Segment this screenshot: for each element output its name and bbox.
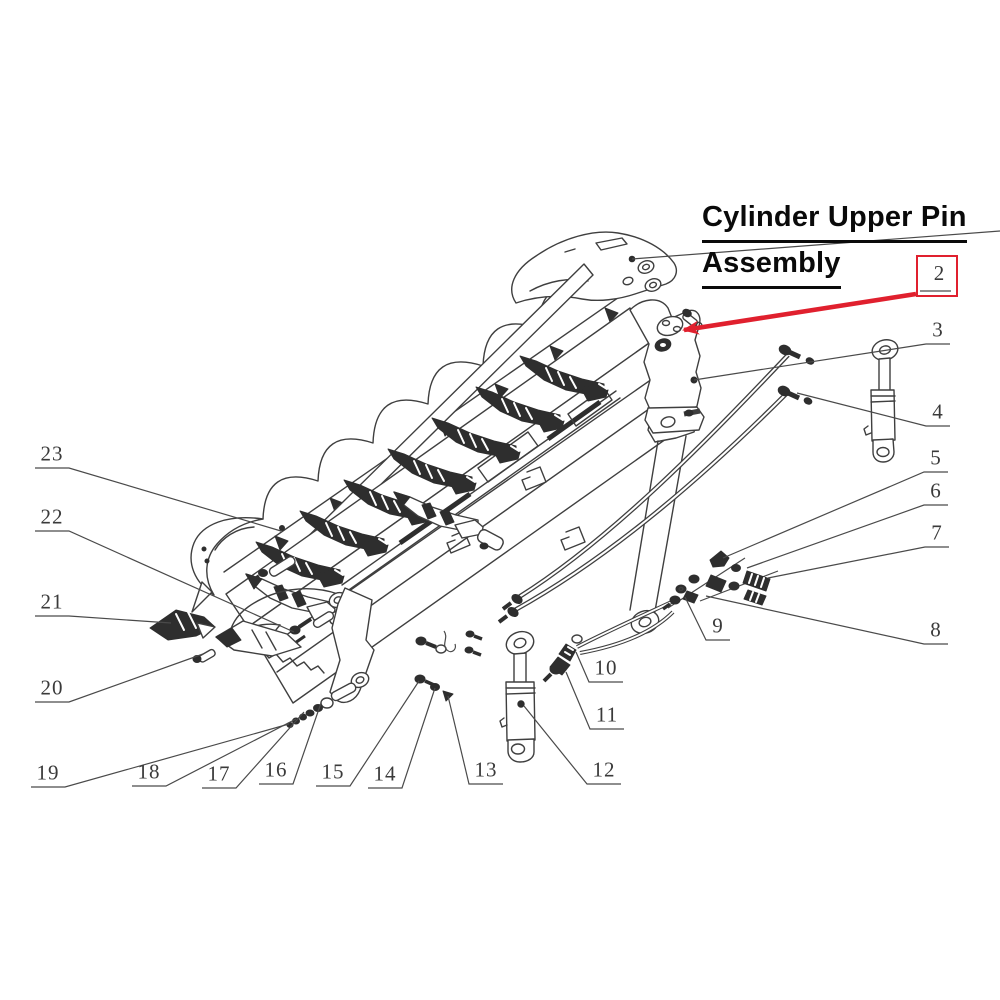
callout-10: 10: [594, 655, 618, 680]
callout-20: 20: [40, 675, 64, 700]
title-line-1: Cylinder Upper Pin: [702, 197, 967, 244]
callout-5: 5: [930, 445, 942, 470]
j-hook: [560, 526, 586, 551]
callout-6: 6: [930, 478, 942, 503]
leader-line-10: [575, 651, 623, 683]
leader-line-7: [767, 546, 949, 579]
callout-19: 19: [36, 760, 60, 785]
callout-18: 18: [137, 759, 161, 784]
callout-22: 22: [40, 504, 64, 529]
fitting-cluster: [661, 550, 779, 611]
leader-line-17: [202, 711, 305, 789]
callout-12: 12: [592, 757, 616, 782]
callout-13: 13: [474, 757, 498, 782]
reference-line: [631, 230, 1000, 260]
leader-line-4: [796, 392, 950, 427]
leader-line-15: [316, 680, 420, 787]
leader-line-14: [368, 687, 436, 789]
leader-lines: [31, 343, 950, 789]
leader-line-22: [35, 530, 295, 633]
callout-16: 16: [264, 757, 288, 782]
leader-line-19: [31, 723, 290, 788]
callout-17: 17: [207, 761, 231, 786]
callout-9: 9: [712, 613, 724, 638]
callout-14: 14: [373, 761, 397, 786]
callout-8: 8: [930, 617, 942, 642]
hydraulic-hoses: [497, 344, 815, 655]
leader-line-9: [684, 596, 730, 641]
leader-line-11: [565, 671, 624, 730]
left-bracket-assembly: [149, 587, 375, 728]
callout-21: 21: [40, 589, 64, 614]
hydraulic-cylinder-bottom: [499, 630, 536, 763]
part-2-highlight-box: 2: [916, 255, 958, 297]
leader-line-5: [722, 471, 948, 559]
leader-line-18: [132, 718, 297, 787]
leader-line-13: [447, 695, 503, 785]
leader-line-21: [35, 615, 172, 624]
callout-7: 7: [931, 520, 943, 545]
callout-3: 3: [932, 317, 944, 342]
title-line-2: Assembly: [702, 243, 841, 290]
callout-4: 4: [932, 399, 944, 424]
leader-line-20: [35, 653, 204, 703]
leader-line-8: [705, 595, 948, 645]
upper-mount-arm: [511, 231, 678, 304]
j-hook: [521, 466, 547, 491]
hydraulic-cylinder-right: [863, 339, 899, 463]
exploded-teeth: [245, 491, 506, 649]
leader-line-6: [746, 504, 948, 569]
leader-line-16: [259, 702, 322, 785]
part-2-label: 2: [933, 260, 945, 285]
callout-15: 15: [321, 759, 345, 784]
leader-line-23: [35, 467, 282, 532]
leader-line-12: [523, 705, 621, 785]
callout-11: 11: [595, 702, 619, 727]
tee-fitting: [542, 634, 583, 683]
red-pointer-arrow: [682, 291, 917, 335]
highlight-arrow: [682, 290, 951, 335]
small-parts: [414, 630, 483, 702]
leader-line-3: [693, 343, 950, 381]
callout-23: 23: [40, 441, 64, 466]
diagram-title: Cylinder Upper Pin Assembly: [702, 197, 1000, 290]
